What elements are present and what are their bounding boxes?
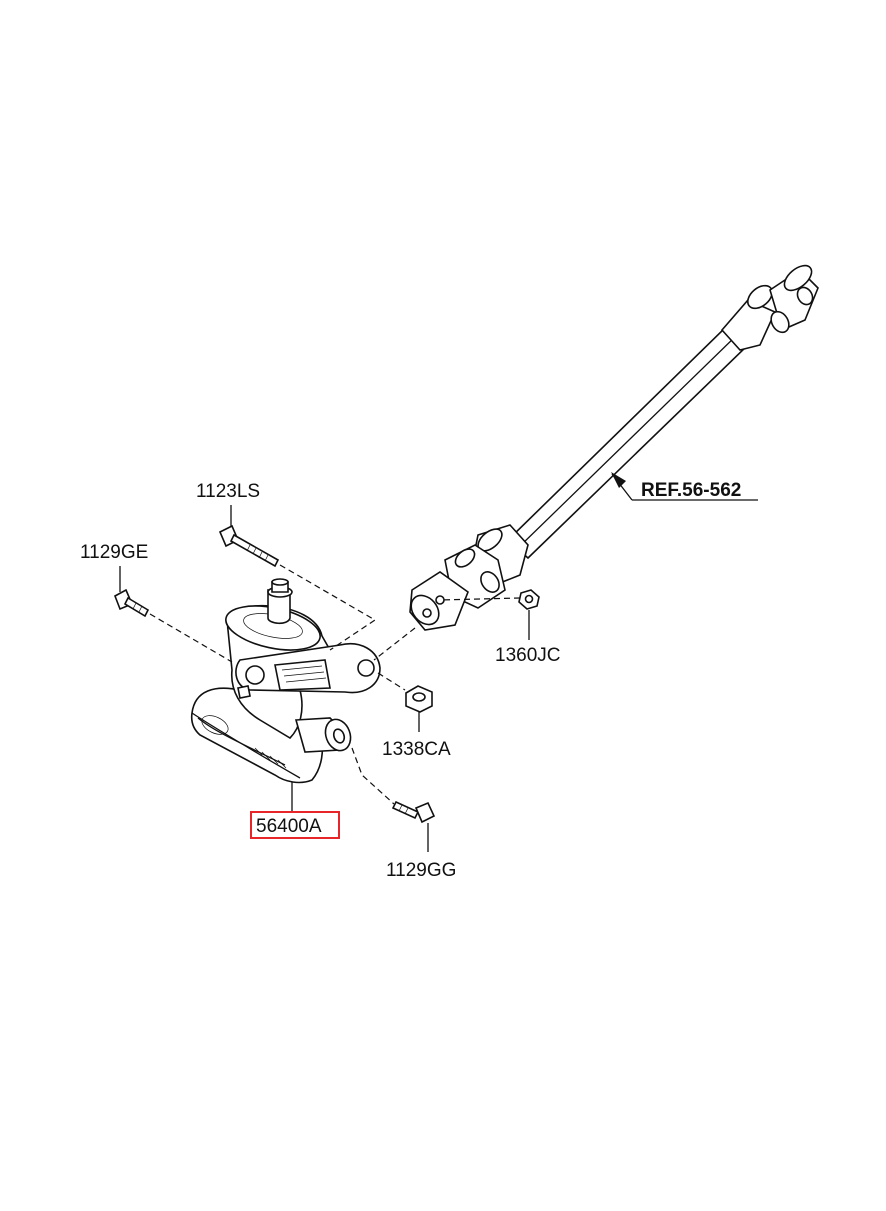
reference-callout: REF.56-562 (611, 472, 758, 501)
intermediate-shaft (409, 264, 819, 631)
dashed-line-1360jc (439, 597, 521, 601)
reference-label: REF.56-562 (641, 480, 741, 501)
part-label-1123ls: 1123LS (196, 481, 260, 502)
lower-universal-joint (409, 524, 529, 631)
bolt-1123ls (218, 524, 280, 568)
upper-universal-joint (720, 264, 819, 351)
part-label-1129gg: 1129GG (386, 860, 456, 881)
part-label-1360jc: 1360JC (495, 645, 561, 666)
bolt-1129gg (391, 800, 436, 824)
part-label-1338ca: 1338CA (382, 739, 451, 760)
steering-column-lower-assembly (190, 578, 381, 784)
nut-1338ca (405, 685, 433, 713)
nut-1360jc (518, 589, 540, 610)
part-label-56400a: 56400A (256, 816, 322, 837)
dashed-line-shaft-to-bracket (373, 627, 416, 661)
dashed-line-1129ge (149, 613, 233, 663)
part-label-1129ge: 1129GE (80, 542, 148, 563)
dashed-line-1338ca (377, 672, 406, 691)
reference-arrow-icon (611, 472, 626, 488)
dashed-line-1123ls (279, 564, 377, 651)
bolt-1129ge (114, 588, 150, 618)
main-assembly-highlight-box (250, 811, 340, 839)
